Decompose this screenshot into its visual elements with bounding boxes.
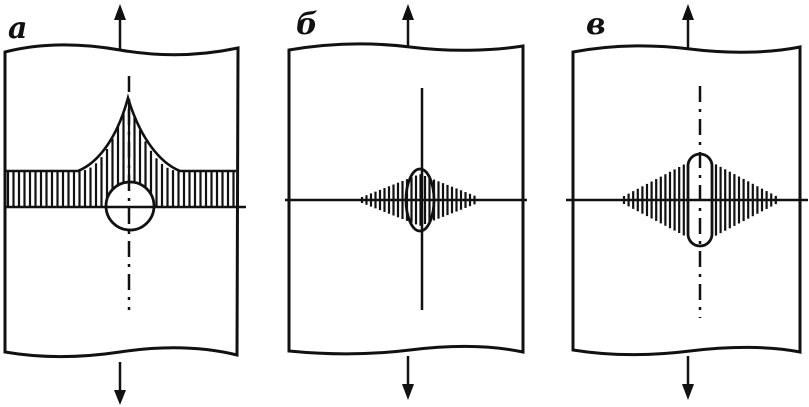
- tension-arrow-bottom-a: [114, 362, 126, 405]
- panel-label-a: а: [8, 11, 27, 46]
- tension-arrow-top-b: [402, 4, 414, 48]
- plate-outline-a: [3, 43, 240, 358]
- stress-profile-curve-a: [5, 93, 236, 173]
- tension-arrow-top-c: [682, 4, 694, 48]
- panel-a: а: [3, 4, 246, 405]
- panel-c: в: [566, 4, 808, 400]
- tension-arrow-bottom-c: [682, 356, 694, 400]
- hole-slot-c: [686, 152, 714, 248]
- stress-distribution-hatch-a: [6, 101, 235, 207]
- tension-arrow-top-a: [114, 4, 126, 54]
- hole-ellipse-b: [404, 167, 436, 233]
- tension-arrow-bottom-b: [402, 356, 414, 400]
- panel-label-c: в: [586, 7, 606, 42]
- hole-circle-a: [104, 180, 156, 232]
- panel-b: б: [285, 4, 527, 400]
- panel-label-b: б: [296, 7, 318, 42]
